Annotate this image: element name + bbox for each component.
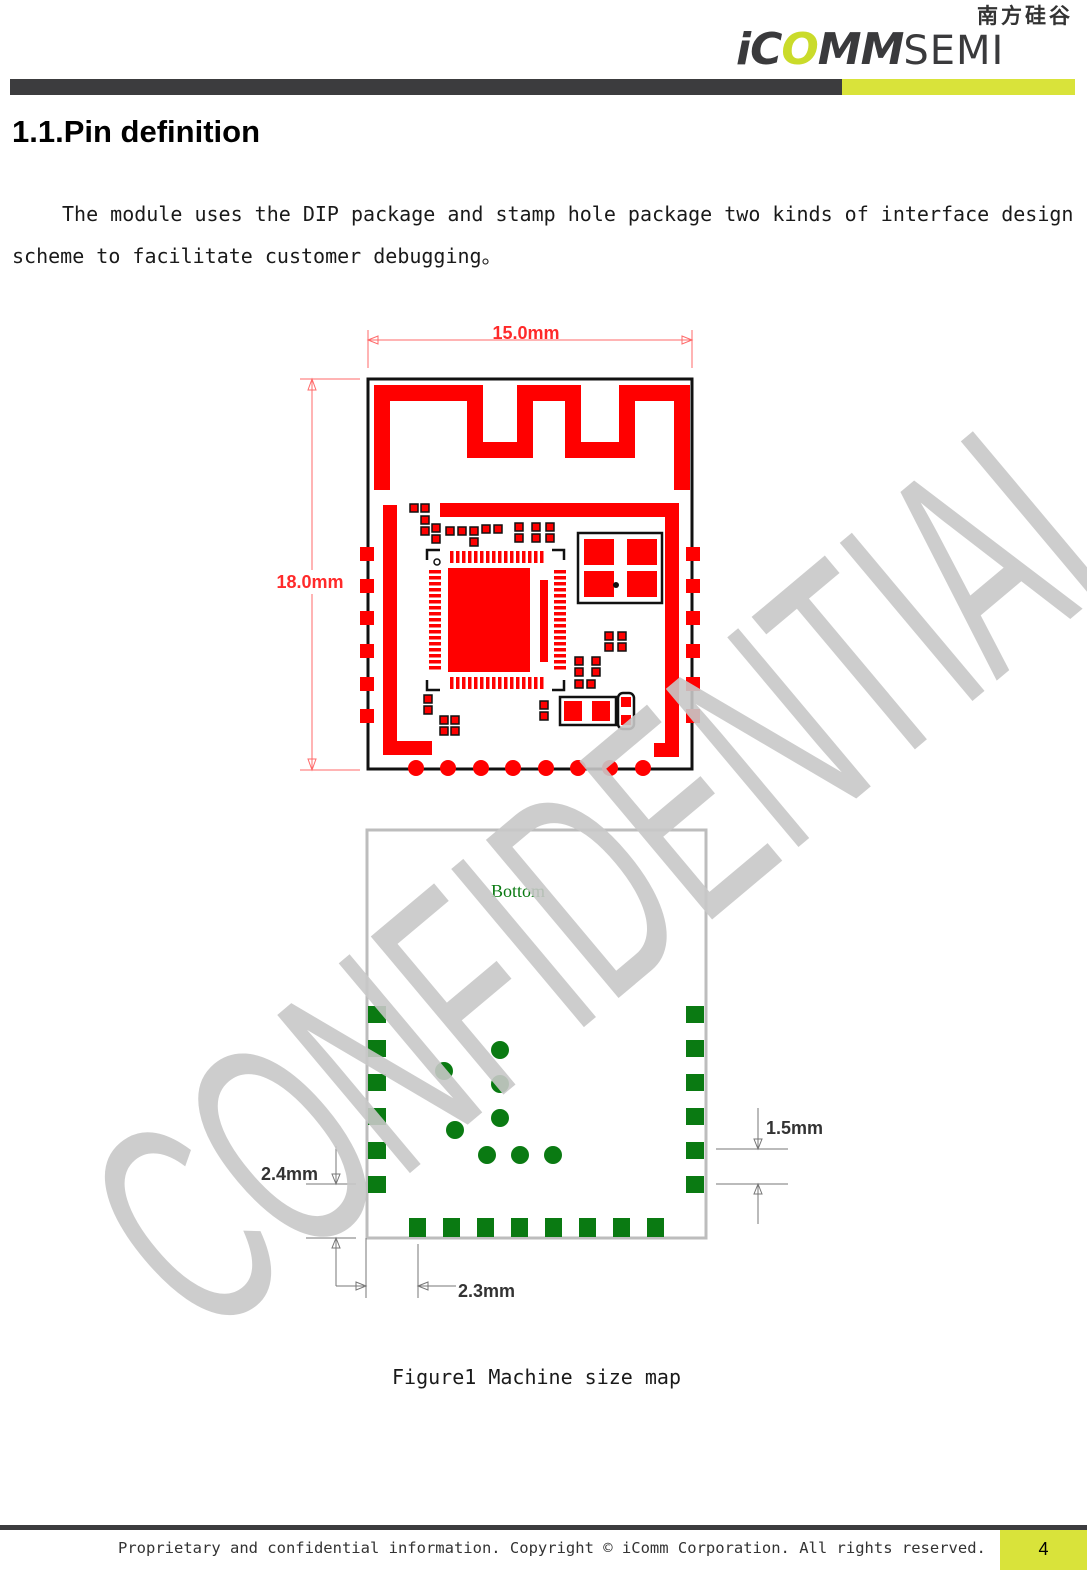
section-title: 1.1.Pin definition bbox=[12, 114, 261, 149]
page-number: 4 bbox=[1038, 1539, 1049, 1559]
footer-copyright: Proprietary and confidential information… bbox=[118, 1539, 986, 1557]
logo-letters-semi: SEMI bbox=[903, 28, 1005, 74]
bottom-left-pads bbox=[368, 1006, 386, 1193]
header-bar-accent bbox=[842, 79, 1075, 95]
passive-components bbox=[409, 503, 627, 736]
company-logo: 南方硅谷 iCOMMSEMI bbox=[736, 2, 1081, 75]
bottom-view-label: Bottom bbox=[491, 881, 545, 901]
paragraph-line-2: scheme to facilitate customer debugging。 bbox=[12, 244, 502, 268]
module-outline-bottom bbox=[365, 828, 708, 1240]
header-bar-dark bbox=[10, 79, 842, 95]
crystal-component bbox=[576, 531, 664, 605]
qfn-chip bbox=[425, 548, 566, 692]
bottom-edge-pads bbox=[409, 1218, 664, 1237]
page-number-box bbox=[1000, 1530, 1087, 1570]
logo-letters-mm: MM bbox=[817, 24, 905, 75]
paragraph-line-1: The module uses the DIP package and stam… bbox=[62, 202, 1074, 226]
dimension-width-label: 15.0mm bbox=[492, 323, 559, 343]
top-view-drawing: 15.0mm 18.0mm bbox=[276, 323, 700, 776]
logo-letter-i: i bbox=[736, 24, 751, 75]
dimension-edge-horizontal-label: 2.3mm bbox=[458, 1281, 515, 1301]
top-bottom-round-pads bbox=[408, 760, 651, 776]
top-right-pads bbox=[686, 547, 700, 723]
logo-letter-o: O bbox=[781, 24, 818, 75]
dimension-edge-vertical-label: 2.4mm bbox=[261, 1164, 318, 1184]
dimension-pad-pitch-label: 1.5mm bbox=[766, 1118, 823, 1138]
logo-wordmark: iCOMMSEMI bbox=[736, 24, 1004, 75]
top-left-pads bbox=[360, 547, 374, 723]
logo-letter-c: C bbox=[750, 24, 782, 75]
bottom-view-drawing: Bottom 1.5mm bbox=[261, 828, 823, 1301]
figure-caption: Figure1 Machine size map bbox=[392, 1365, 681, 1389]
footer-bar bbox=[0, 1525, 1087, 1530]
capacitor-pair bbox=[558, 691, 636, 731]
bottom-test-points bbox=[435, 1041, 562, 1164]
module-size-figure: 15.0mm 18.0mm bbox=[30, 323, 1087, 1340]
bottom-right-pads bbox=[686, 1006, 704, 1193]
dimension-height-label: 18.0mm bbox=[276, 572, 343, 592]
logo-chinese-name: 南方硅谷 bbox=[977, 4, 1073, 28]
